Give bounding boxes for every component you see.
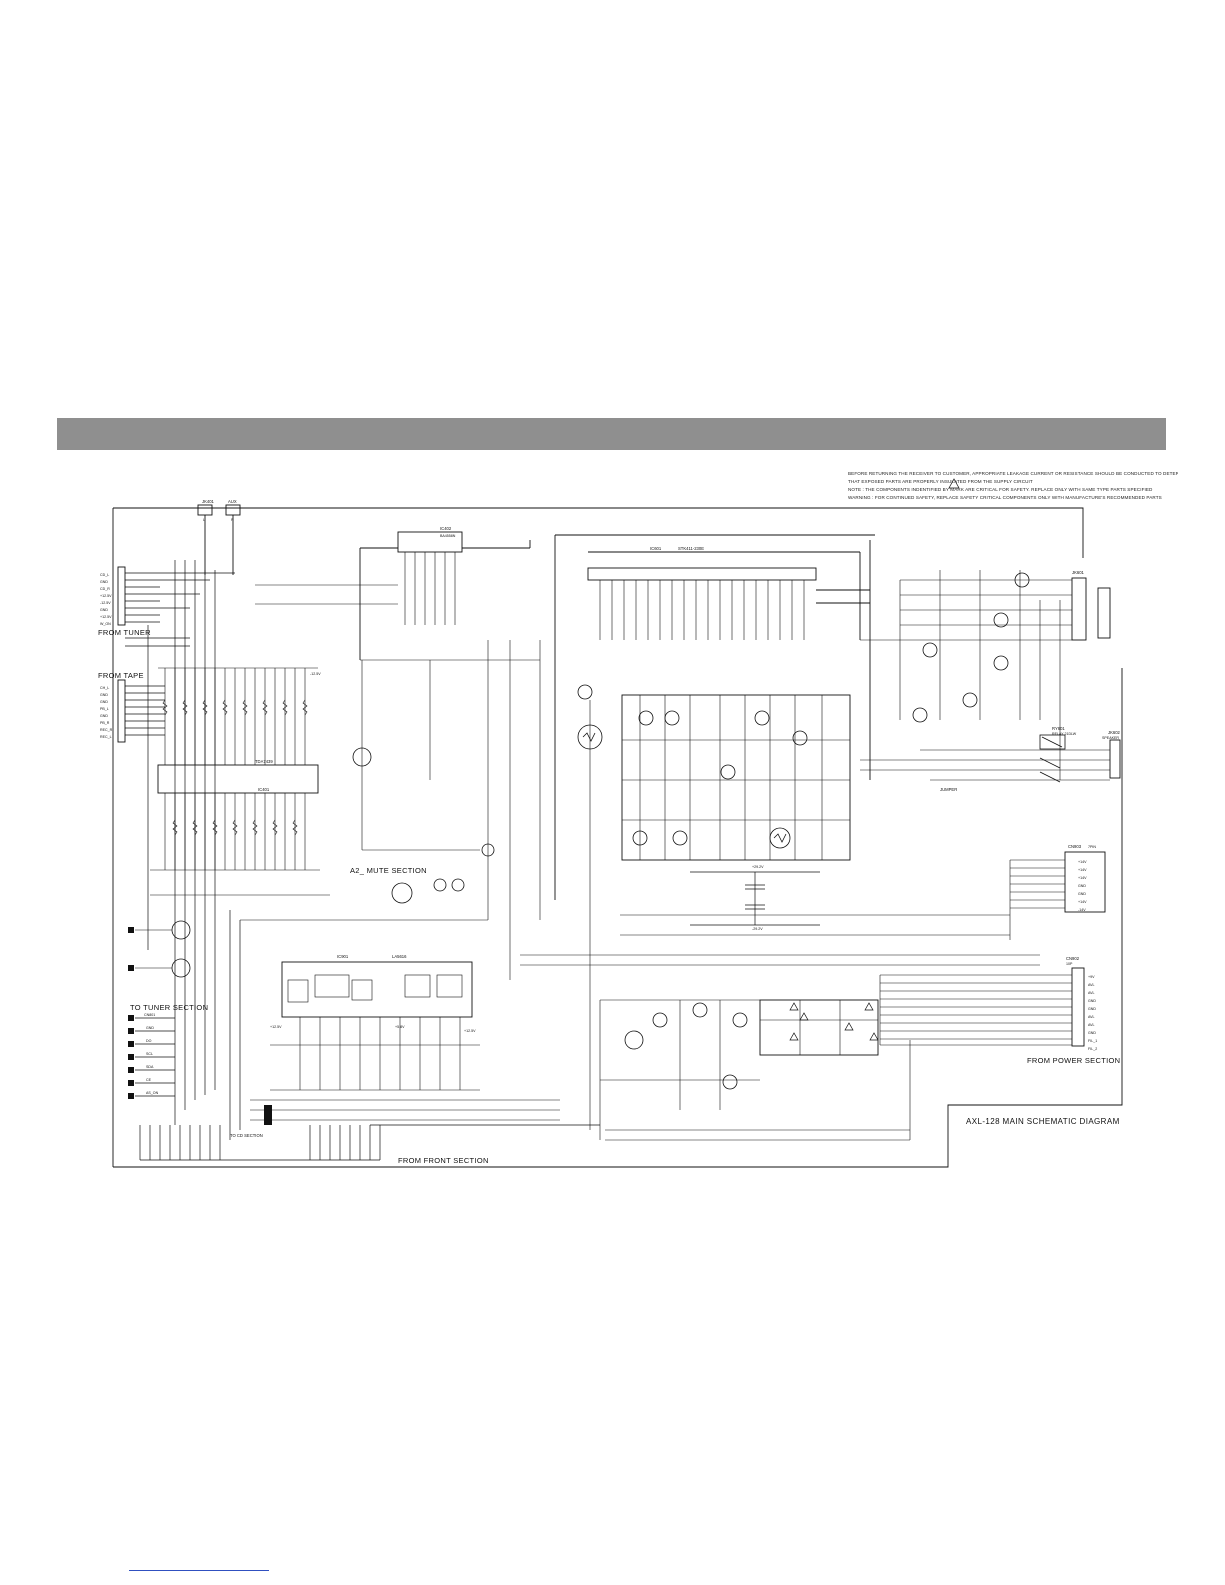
pin-label: FIL_2 [1088,1047,1097,1051]
label-mute-section: A2_ MUTE SECTION [350,866,427,875]
voltage-label-6: +12.5V [464,1029,476,1033]
voltage-label-4: -29.2V [752,927,763,931]
pin-label: AVL [1088,1015,1095,1019]
pin-label: -14V [1078,908,1086,912]
jk401-left: L [203,518,205,522]
pin-label: GND [1088,1007,1096,1011]
pin-label: REC_L [100,735,112,739]
pin-label: GND [100,714,108,718]
pin-label: GND [100,693,108,697]
cn902-ref: CN902 [1066,956,1080,961]
power-pins-bottom: +9V AVL AVL GND GND AVL AVL GND FIL_1 FI… [1088,975,1097,1051]
pin-label: AVL [1088,991,1095,995]
pin-label: GND [100,580,108,584]
ic401-part: TDA7439 [255,759,273,764]
label-from-power-section: FROM POWER SECTION [1027,1056,1120,1065]
pin-label: AS_ON [146,1091,159,1095]
pin-label: AVL [1088,983,1095,987]
footer-link-underline [129,1570,269,1571]
voltage-label-5: +5.8V [395,1025,405,1029]
section-header-bar [57,418,1166,450]
safety-notes: BEFORE RETURNING THE RECEIVER TO CUSTOME… [848,470,1178,502]
ic401-ref: IC401 [258,787,270,792]
ic402-ref: IC402 [440,526,452,531]
label-from-tuner: FROM TUNER [98,628,151,637]
ic901-part: LA5616 [392,954,407,959]
pin-label: +14V [1078,900,1087,904]
pin-label: +14V [1078,868,1087,872]
ic402-part: BA4558N [440,534,456,538]
pin-label: PB_L [100,707,109,711]
pin-label: GND [100,700,108,704]
pin-label: +9V [1088,975,1095,979]
pin-label: PB_R [100,721,110,725]
pin-label: GND [1078,884,1086,888]
pin-label: CH_L [100,686,109,690]
diagram-title: AXL-128 MAIN SCHEMATIC DIAGRAM [966,1117,1120,1126]
pin-label: GND [100,608,108,612]
note-line-2: THAT EXPOSED PARTS ARE PROPERLY INSULATE… [848,479,1033,484]
left-tape-pins: CH_L GND GND PB_L GND PB_R REC_R REC_L [100,686,113,739]
pin-label: REC_R [100,728,113,732]
pin-label: SDA [146,1065,154,1069]
label-to-tuner-section: TO TUNER SECTION [130,1003,208,1012]
pin-label: SCL [146,1052,153,1056]
cn903-ref: CN903 [1068,844,1082,849]
tuner-out-pins: CN801 GND DO SCL SDA CE AS_ON [144,1013,159,1095]
pin-label: GND [146,1026,154,1030]
ic601-ref: IC601 [650,546,662,551]
pin-label: CE [146,1078,152,1082]
note-line-4: WARNING : FOR CONTINUED SAFETY, REPLACE … [848,495,1162,500]
voltage-label-1: +12.5V [270,1025,282,1029]
ic601-part: STK411-230E [678,546,704,551]
jk401-ref: JK401 [202,499,215,504]
note-line-3: NOTE : THE COMPONENTS INDENTIFIED BY MAR… [848,487,1153,492]
pin-label: W_ON [100,622,111,626]
ic901-ref: IC901 [337,954,349,959]
pin-label: GND [1088,1031,1096,1035]
jk401-right: R [231,518,234,522]
pin-label: +14V [1078,876,1087,880]
label-from-front-section: FROM FRONT SECTION [398,1156,489,1165]
cn902-pins: 10P [1066,962,1073,966]
pin-label: FIL_1 [1088,1039,1097,1043]
pin-label: GND [1088,999,1096,1003]
pin-label: AVL [1088,1023,1095,1027]
voltage-label-3: +29.2V [752,865,764,869]
relay-ref: RY601 [1052,726,1065,731]
relay-part: RELAY 21DLW [1052,732,1077,736]
pin-label: GND [1078,892,1086,896]
pin-label: DO [146,1039,152,1043]
label-from-tape: FROM TAPE [98,671,144,680]
jk602-ref: JK602 [1108,730,1121,735]
pin-label: +14V [1078,860,1087,864]
note-line-1: BEFORE RETURNING THE RECEIVER TO CUSTOME… [848,471,1178,476]
left-top-pins: CD_L GND CD_R +12.5V -12.5V GND +12.5V W… [100,573,112,626]
pin-label: CD_R [100,587,110,591]
pin-label: -12.5V [100,601,111,605]
voltage-label-2: -12.5V [310,672,321,676]
cn903-pins: 7PIN [1088,845,1096,849]
label-jumper: JUMPER [940,787,957,792]
pin-label: +12.5V [100,594,112,598]
pin-label: CN801 [144,1013,155,1017]
power-pins-top: +14V +14V +14V GND GND +14V -14V [1078,860,1087,912]
pin-label: +12.5V [100,615,112,619]
label-to-cd-section: TO CD SECTION [230,1133,263,1138]
jk602-part: SPEAKER [1102,736,1119,740]
pin-label: CD_L [100,573,109,577]
jk601-ref: JK601 [1072,570,1085,575]
aux-label: AUX [228,499,237,504]
